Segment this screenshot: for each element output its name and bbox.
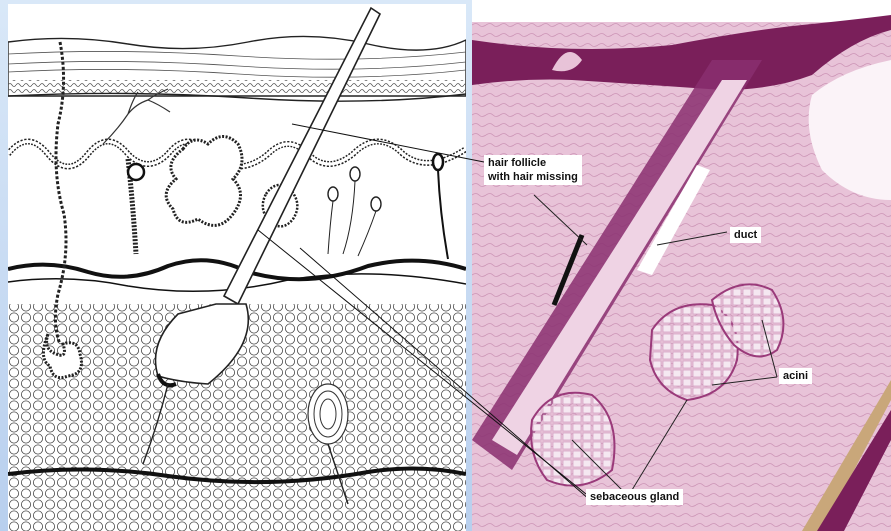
tactile-receptors (328, 154, 448, 259)
label-hair-follicle-line1: hair follicle (488, 156, 578, 170)
label-hair-follicle-line2: with hair missing (488, 170, 578, 184)
epidermis-layers (8, 36, 466, 101)
histology-svg (472, 0, 891, 531)
label-hair-follicle: hair follicle with hair missing (484, 155, 582, 185)
nerve-ending (103, 89, 170, 144)
label-acini: acini (779, 368, 812, 384)
small-follicle (128, 159, 144, 254)
label-duct: duct (730, 227, 761, 243)
histology-micrograph (472, 0, 891, 531)
skin-diagram-svg (8, 4, 466, 531)
skin-diagram-drawing (8, 4, 466, 531)
label-sebaceous-gland: sebaceous gland (586, 489, 683, 505)
